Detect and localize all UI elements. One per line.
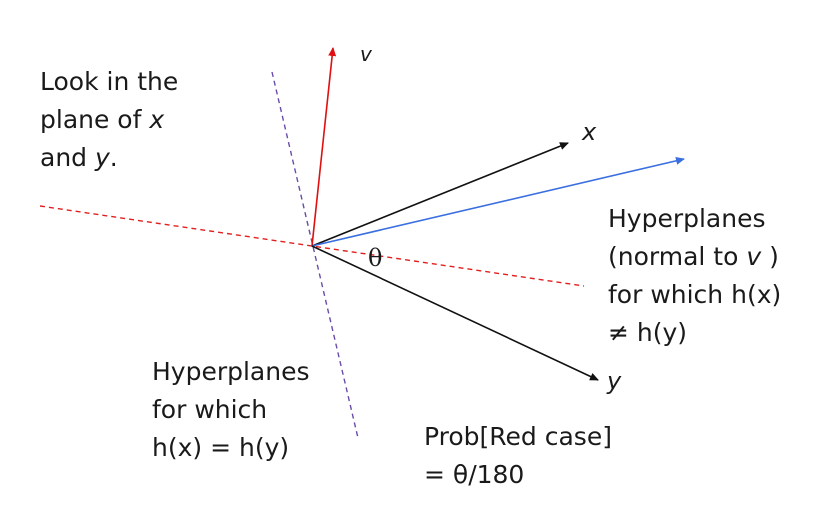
bottom-hyperplanes-line2: for which [152,395,268,424]
vector-v-arrow [311,47,337,247]
blue-vector-arrow [311,156,685,247]
look-in-plane-var-x: x [149,105,165,134]
look-in-plane-line3: and y. [40,142,118,174]
vector-y-label: y [607,367,622,395]
prob-red-case-line1: Prob[Red case] [424,422,612,451]
right-hyperplanes-line2: (normal to v ) [608,241,779,273]
look-in-plane-line3-prefix: and [40,143,95,172]
right-hyperplanes-line2-suffix: ) [761,242,779,271]
look-in-plane-line2: plane of x [40,104,164,136]
bottom-hyperplanes-line1: Hyperplanes [152,357,310,386]
look-in-plane-line3-suffix: . [109,143,118,172]
look-in-plane-var-y: y [94,143,110,172]
look-in-plane-line2-prefix: plane of [40,105,150,134]
bottom-hyperplanes-line3: h(x) = h(y) [152,433,290,462]
right-hyperplanes-line2-prefix: (normal to [608,242,747,271]
vector-x-arrow [311,142,569,247]
vector-v-label: v [360,42,372,66]
look-in-plane-line1: Look in the [40,67,179,96]
vector-y-arrow [311,245,599,381]
right-hyperplanes-line3: for which h(x) [608,280,782,309]
right-hyperplanes-line1: Hyperplanes [608,204,766,233]
vector-x-label: x [582,118,597,146]
angle-theta-label: θ [368,244,383,272]
prob-red-case-line2: = θ/180 [424,460,525,489]
right-hyperplanes-var-v: v [746,242,762,271]
right-hyperplanes-line4: ≠ h(y) [608,318,688,347]
